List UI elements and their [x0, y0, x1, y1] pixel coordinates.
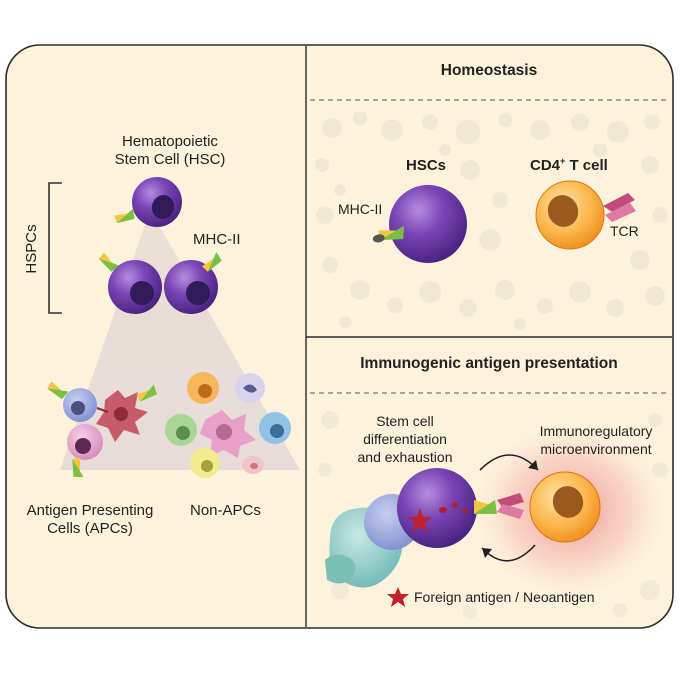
- mhc-ii-receptor-5: [136, 384, 157, 402]
- t-cell-text: T cell: [565, 157, 608, 174]
- mhc-tcr-synapse: [474, 493, 524, 519]
- immunogenic-title: Immunogenic antigen presentation: [360, 355, 618, 372]
- mhc-ii-label-homeostasis: MHC-II: [338, 201, 383, 217]
- cd4-text: CD4: [530, 157, 561, 174]
- immunogenic-hsc-cell: [397, 468, 477, 548]
- antigen-star-in-cell: [408, 508, 432, 532]
- non-apc-cluster: [165, 372, 291, 478]
- apc-label-line1: Antigen Presenting: [26, 502, 154, 519]
- mhc-ii-receptor-3: [202, 252, 222, 272]
- antigen-fragments: [439, 502, 468, 514]
- mhc-ii-receptor-6: [72, 457, 84, 478]
- homeostasis-hsc-cell: [389, 185, 467, 263]
- tcr-label: TCR: [610, 223, 639, 239]
- legend-star-icon: [387, 587, 409, 607]
- immunoregulatory-line2: microenvironment: [540, 441, 652, 457]
- apc-label: Antigen Presenting Cells (APCs): [10, 502, 170, 538]
- arrow-to-stem-cell-head: [482, 548, 492, 558]
- apc-cluster: [63, 388, 148, 460]
- stem-cell-line1: Stem cell: [376, 413, 434, 429]
- hsc-cell-top: [132, 177, 182, 227]
- immunoregulatory-line1: Immunoregulatory: [539, 423, 653, 439]
- homeostasis-title: Homeostasis: [440, 62, 538, 79]
- hsc-label: Hematopoietic Stem Cell (HSC): [100, 133, 240, 169]
- apc-label-line2: Cells (APCs): [47, 520, 133, 537]
- mhc-ii-receptor-2: [98, 252, 120, 272]
- hsc-label-line1: Hematopoietic: [122, 133, 218, 150]
- homeostasis-mhc-ii-receptor: [372, 225, 405, 243]
- tissue-background-blobs: [315, 111, 668, 330]
- hspcs-label: HSPCs: [23, 224, 40, 274]
- hspc-cell-left: [108, 260, 162, 314]
- immunoregulatory-label: Immunoregulatory microenvironment: [522, 422, 670, 458]
- arrow-to-microenvironment-head: [528, 460, 538, 470]
- mhc-ii-receptor-1: [114, 208, 135, 224]
- stem-cell-line2: differentiation: [363, 431, 447, 447]
- hscs-label: HSCs: [406, 157, 447, 174]
- hspc-cell-right: [164, 260, 218, 314]
- mhc-ii-receptor-4: [47, 381, 69, 400]
- homeostasis-cd4-t-cell: [535, 180, 605, 250]
- legend-label: Foreign antigen / Neoantigen: [414, 589, 595, 605]
- cd4-t-cell-label: CD4+ T cell: [530, 157, 608, 175]
- mhc-ii-label-left: MHC-II: [193, 231, 241, 248]
- non-apc-label: Non-APCs: [190, 502, 261, 519]
- homeostasis-tcr-receptor: [603, 193, 636, 222]
- hspcs-bracket: [48, 182, 62, 314]
- cd4-superscript: +: [560, 156, 566, 166]
- immunogenic-cd4-t-cell: [529, 471, 601, 543]
- stem-cell-line3: and exhaustion: [357, 449, 453, 465]
- hsc-label-line2: Stem Cell (HSC): [114, 151, 226, 168]
- stem-cell-label: Stem cell differentiation and exhaustion: [340, 412, 470, 466]
